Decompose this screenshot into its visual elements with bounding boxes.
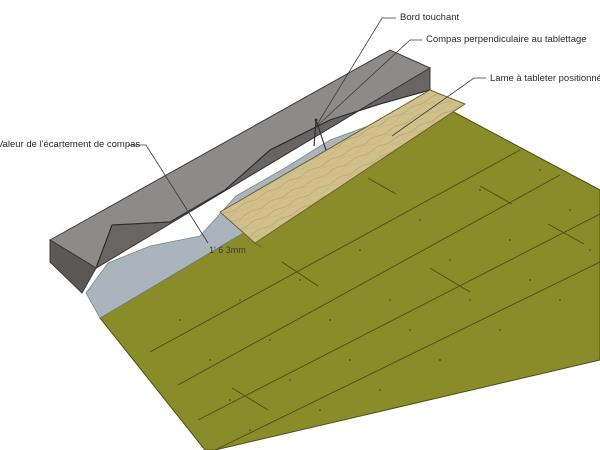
dimension-label: 1' 6 3mm bbox=[209, 245, 246, 255]
floor-texture bbox=[179, 169, 591, 431]
wall-scribed-edge bbox=[95, 89, 431, 269]
label-compas-perpendiculaire: Compas perpendiculaire au tablettage bbox=[426, 34, 587, 45]
label-valeur-ecartement: Valeur de l'écartement de compas bbox=[0, 139, 141, 150]
compass-tool bbox=[313, 118, 327, 151]
leader-bord-touchant bbox=[314, 17, 396, 129]
floor-plank-seams bbox=[149, 149, 600, 450]
label-bord-touchant: Bord touchant bbox=[400, 12, 460, 23]
label-lame-positionnee: Lame à tableter positionnée p bbox=[490, 73, 600, 84]
leader-compas bbox=[317, 39, 422, 126]
wall-front-shade bbox=[49, 239, 97, 294]
leader-valeur bbox=[128, 144, 209, 244]
leader-lines bbox=[128, 17, 486, 244]
leader-lame bbox=[391, 77, 486, 137]
board-to-scribe bbox=[219, 89, 467, 244]
